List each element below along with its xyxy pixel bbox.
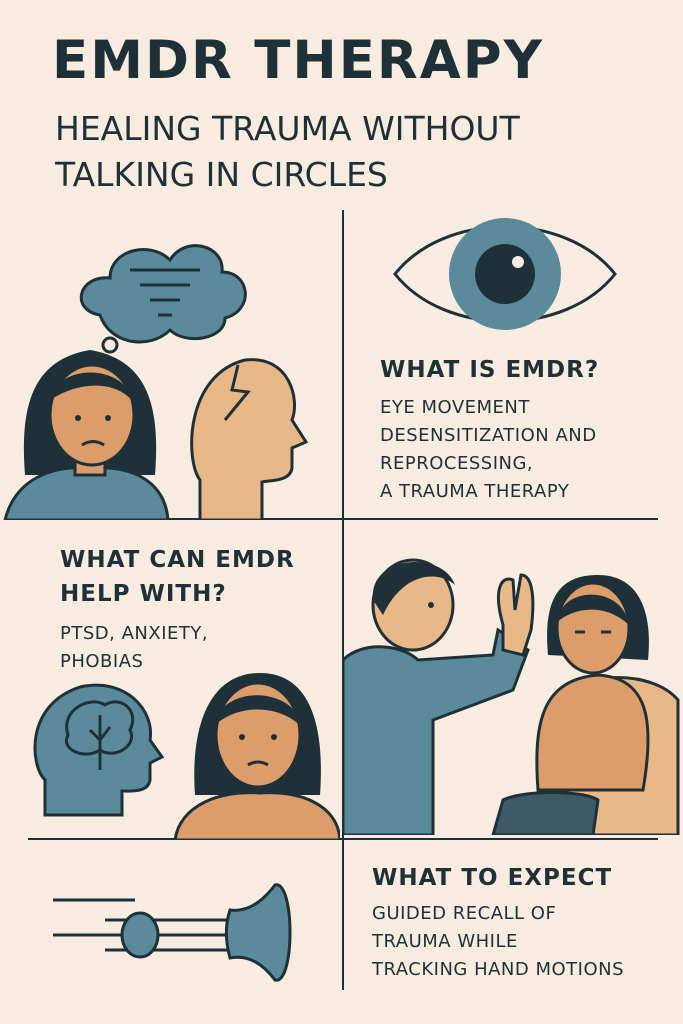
thought-cloud-icon — [79, 244, 247, 344]
expect-line-1: GUIDED RECALL OF — [372, 903, 557, 924]
motion-tracking-icon — [53, 883, 292, 982]
page-subtitle: HEALING TRAUMA WITHOUT TALKING IN CIRCLE… — [55, 109, 520, 194]
head-profile-icon — [190, 358, 309, 520]
expect-heading: WHAT TO EXPECT — [372, 865, 613, 891]
help-with-line-1: PTSD, ANXIETY, — [60, 623, 209, 644]
what-is-line-4: A TRAUMA THERAPY — [380, 481, 570, 502]
mind-and-woman-illustration — [33, 673, 340, 840]
thought-dot — [101, 336, 119, 354]
stressed-woman-illustration — [3, 244, 309, 520]
page-title: EMDR THERAPY — [52, 30, 544, 91]
sad-woman-figure — [173, 673, 340, 840]
expect-line-2: TRAUMA WHILE — [372, 931, 518, 952]
tornado-icon — [130, 268, 200, 317]
client-figure — [491, 575, 650, 835]
what-is-line-2: DESENSITIZATION AND — [380, 425, 597, 446]
vertical-divider — [342, 210, 344, 990]
brain-head-icon — [33, 683, 165, 817]
horizontal-divider-bottom — [28, 838, 658, 840]
what-is-line-3: REPROCESSING, — [380, 453, 534, 474]
what-is-heading: WHAT IS EMDR? — [380, 357, 600, 383]
help-with-heading-line-2: HELP WITH? — [60, 581, 227, 607]
therapist-figure — [343, 558, 535, 835]
horizontal-divider-top — [28, 518, 658, 520]
woman-figure — [3, 350, 170, 520]
what-is-line-1: EYE MOVEMENT — [380, 397, 530, 418]
eye-icon — [393, 218, 617, 330]
expect-line-3: TRACKING HAND MOTIONS — [372, 959, 625, 980]
therapy-session-illustration — [343, 558, 680, 835]
help-with-line-2: PHOBIAS — [60, 651, 144, 672]
help-with-heading-line-1: WHAT CAN EMDR — [60, 547, 295, 573]
